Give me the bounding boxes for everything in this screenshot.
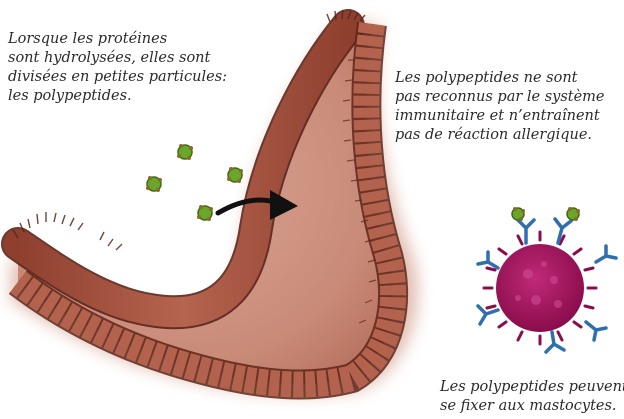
polypeptide-4 bbox=[197, 205, 213, 221]
caption-not-recognized: Les polypeptides ne sont pas reconnus pa… bbox=[395, 69, 624, 145]
bound-polypeptide-1 bbox=[512, 207, 525, 221]
mast-cell-icon bbox=[484, 232, 596, 344]
bound-polypeptides bbox=[512, 207, 580, 221]
caption-hydrolysis: Lorsque les protéines sont hydrolysées, … bbox=[8, 30, 248, 106]
polypeptide-3 bbox=[146, 176, 162, 192]
caption-mastocytes: Les polypeptides peuvent se fixer aux ma… bbox=[440, 378, 624, 416]
polypeptide-1 bbox=[177, 144, 193, 160]
bound-polypeptide-2 bbox=[567, 207, 580, 221]
polypeptide-2 bbox=[227, 167, 243, 183]
